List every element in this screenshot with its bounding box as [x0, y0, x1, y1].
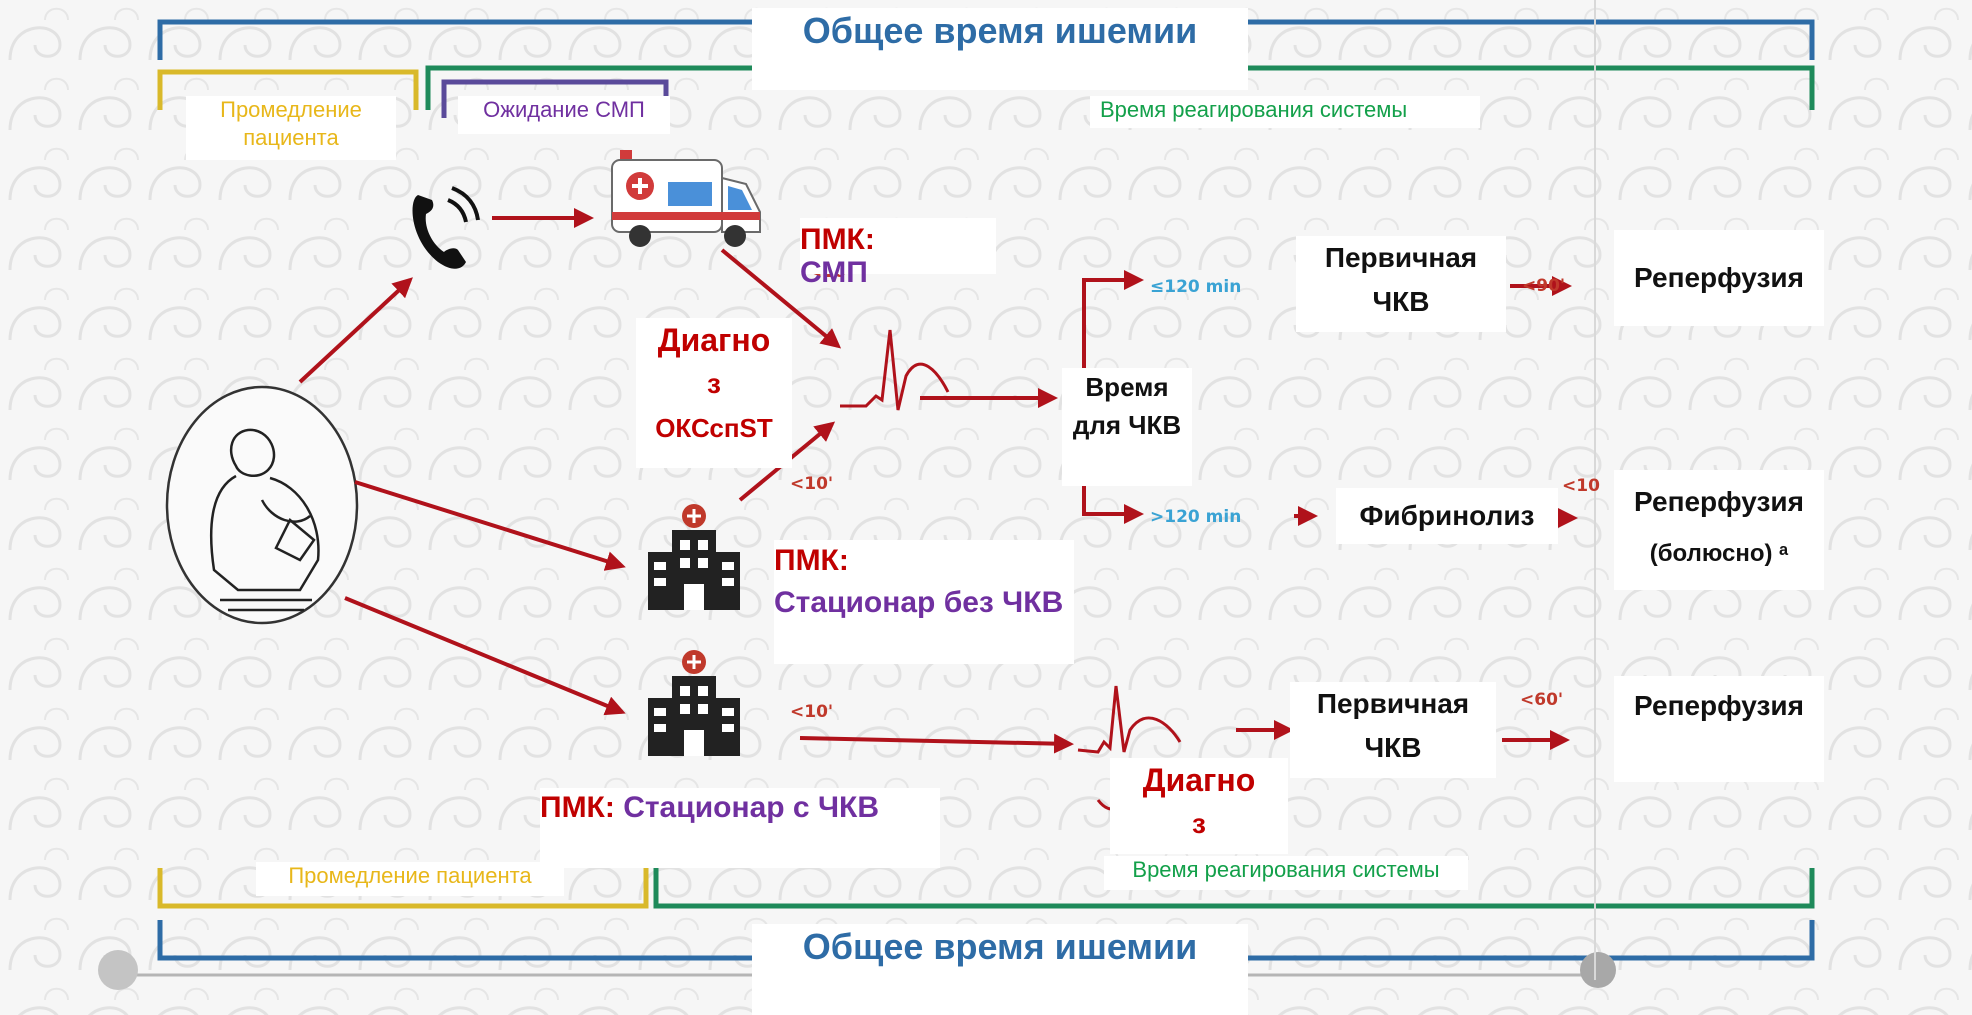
bottom-system-response-bracket [653, 868, 1815, 909]
phone-icon [412, 186, 480, 269]
hospital-icon-non-pci [648, 504, 740, 610]
fmc-ems-label: ПМК: [800, 218, 996, 274]
right-slide-dot [1580, 952, 1616, 988]
primary-pci-node-top: Первичная ЧКВ [1296, 236, 1506, 332]
diagnosis-stemi-label: Диагно з ОКСспST [636, 318, 792, 468]
arrow-label-lysis-10: <10 [1562, 476, 1600, 496]
hospital-icon-pci [648, 650, 740, 756]
diagnosis-line1: Диагно [657, 322, 771, 358]
patient-delay-label-top: Промедление пациента [186, 96, 396, 160]
time-for-pci-node: Время для ЧКВ [1062, 368, 1192, 486]
fmc-prefix-pci: ПМК: [540, 791, 615, 824]
arrow-label-gt120: >120 min [1150, 507, 1242, 527]
fibrinolysis-node: Фибринолиз [1336, 488, 1558, 544]
total-ischemia-title-bottom: Общее время ишемии [752, 924, 1248, 1015]
pathway-arrows [298, 208, 1074, 754]
reperfusion-mid-line1: Реперфузия [1634, 486, 1804, 517]
patient-icon [165, 385, 359, 625]
ambulance-icon [611, 150, 761, 247]
left-slide-dot [98, 950, 138, 990]
system-response-label-bottom: Время реагирования системы [1104, 856, 1468, 890]
reperfusion-node-top: Реперфузия [1614, 230, 1824, 326]
bottom-patient-delay-bracket [157, 868, 649, 909]
reperfusion-node-mid: Реперфузия (болюсно) ᵃ [1614, 470, 1824, 590]
arrow-label-pci-90: <90' [1522, 276, 1566, 296]
diagnosis-bottom-label: Диагно з [1110, 758, 1288, 854]
reperfusion-mid-line2: (болюсно) ᵃ [1649, 540, 1789, 567]
ecg-trace-top [840, 329, 950, 411]
arrow-label-le120: ≤120 min [1150, 277, 1242, 297]
diagnosis-bottom-line1: Диагно [1142, 762, 1256, 798]
diagnosis-line3: ОКСспST [655, 413, 773, 443]
fmc-prefix-ems: ПМК: [800, 223, 875, 256]
fmc-prefix-non-pci: ПМК: [774, 544, 849, 577]
fmc-non-pci-value: Стационар без ЧКВ [774, 586, 1064, 619]
reperfusion-node-bottom: Реперфузия [1614, 676, 1824, 782]
system-response-label-top: Время реагирования системы [1090, 96, 1480, 128]
arrow-label-hospital: <10' [790, 474, 834, 494]
fmc-pci-hospital-label: ПМК: Стационар с ЧКВ [540, 788, 940, 868]
arrow-label-pci-hospital: <10' [790, 702, 834, 722]
fmc-pci-value: Стационар с ЧКВ [623, 791, 879, 824]
diagnosis-bottom-line2: з [1192, 808, 1206, 839]
primary-pci-node-bottom: Первичная ЧКВ [1290, 682, 1496, 778]
patient-delay-label-bottom: Промедление пациента [256, 862, 564, 896]
ecg-trace-bottom [1077, 685, 1182, 754]
top-patient-delay-bracket [157, 69, 419, 110]
total-ischemia-title-top: Общее время ишемии [752, 8, 1248, 90]
arrow-label-pci-60: <60' [1520, 690, 1564, 710]
ems-wait-label: Ожидание СМП [458, 96, 670, 134]
fmc-ems-value: СМП [800, 256, 868, 289]
diagnosis-line2: з [707, 368, 721, 399]
fmc-non-pci-hospital-label: ПМК: Стационар без ЧКВ [774, 540, 1074, 664]
